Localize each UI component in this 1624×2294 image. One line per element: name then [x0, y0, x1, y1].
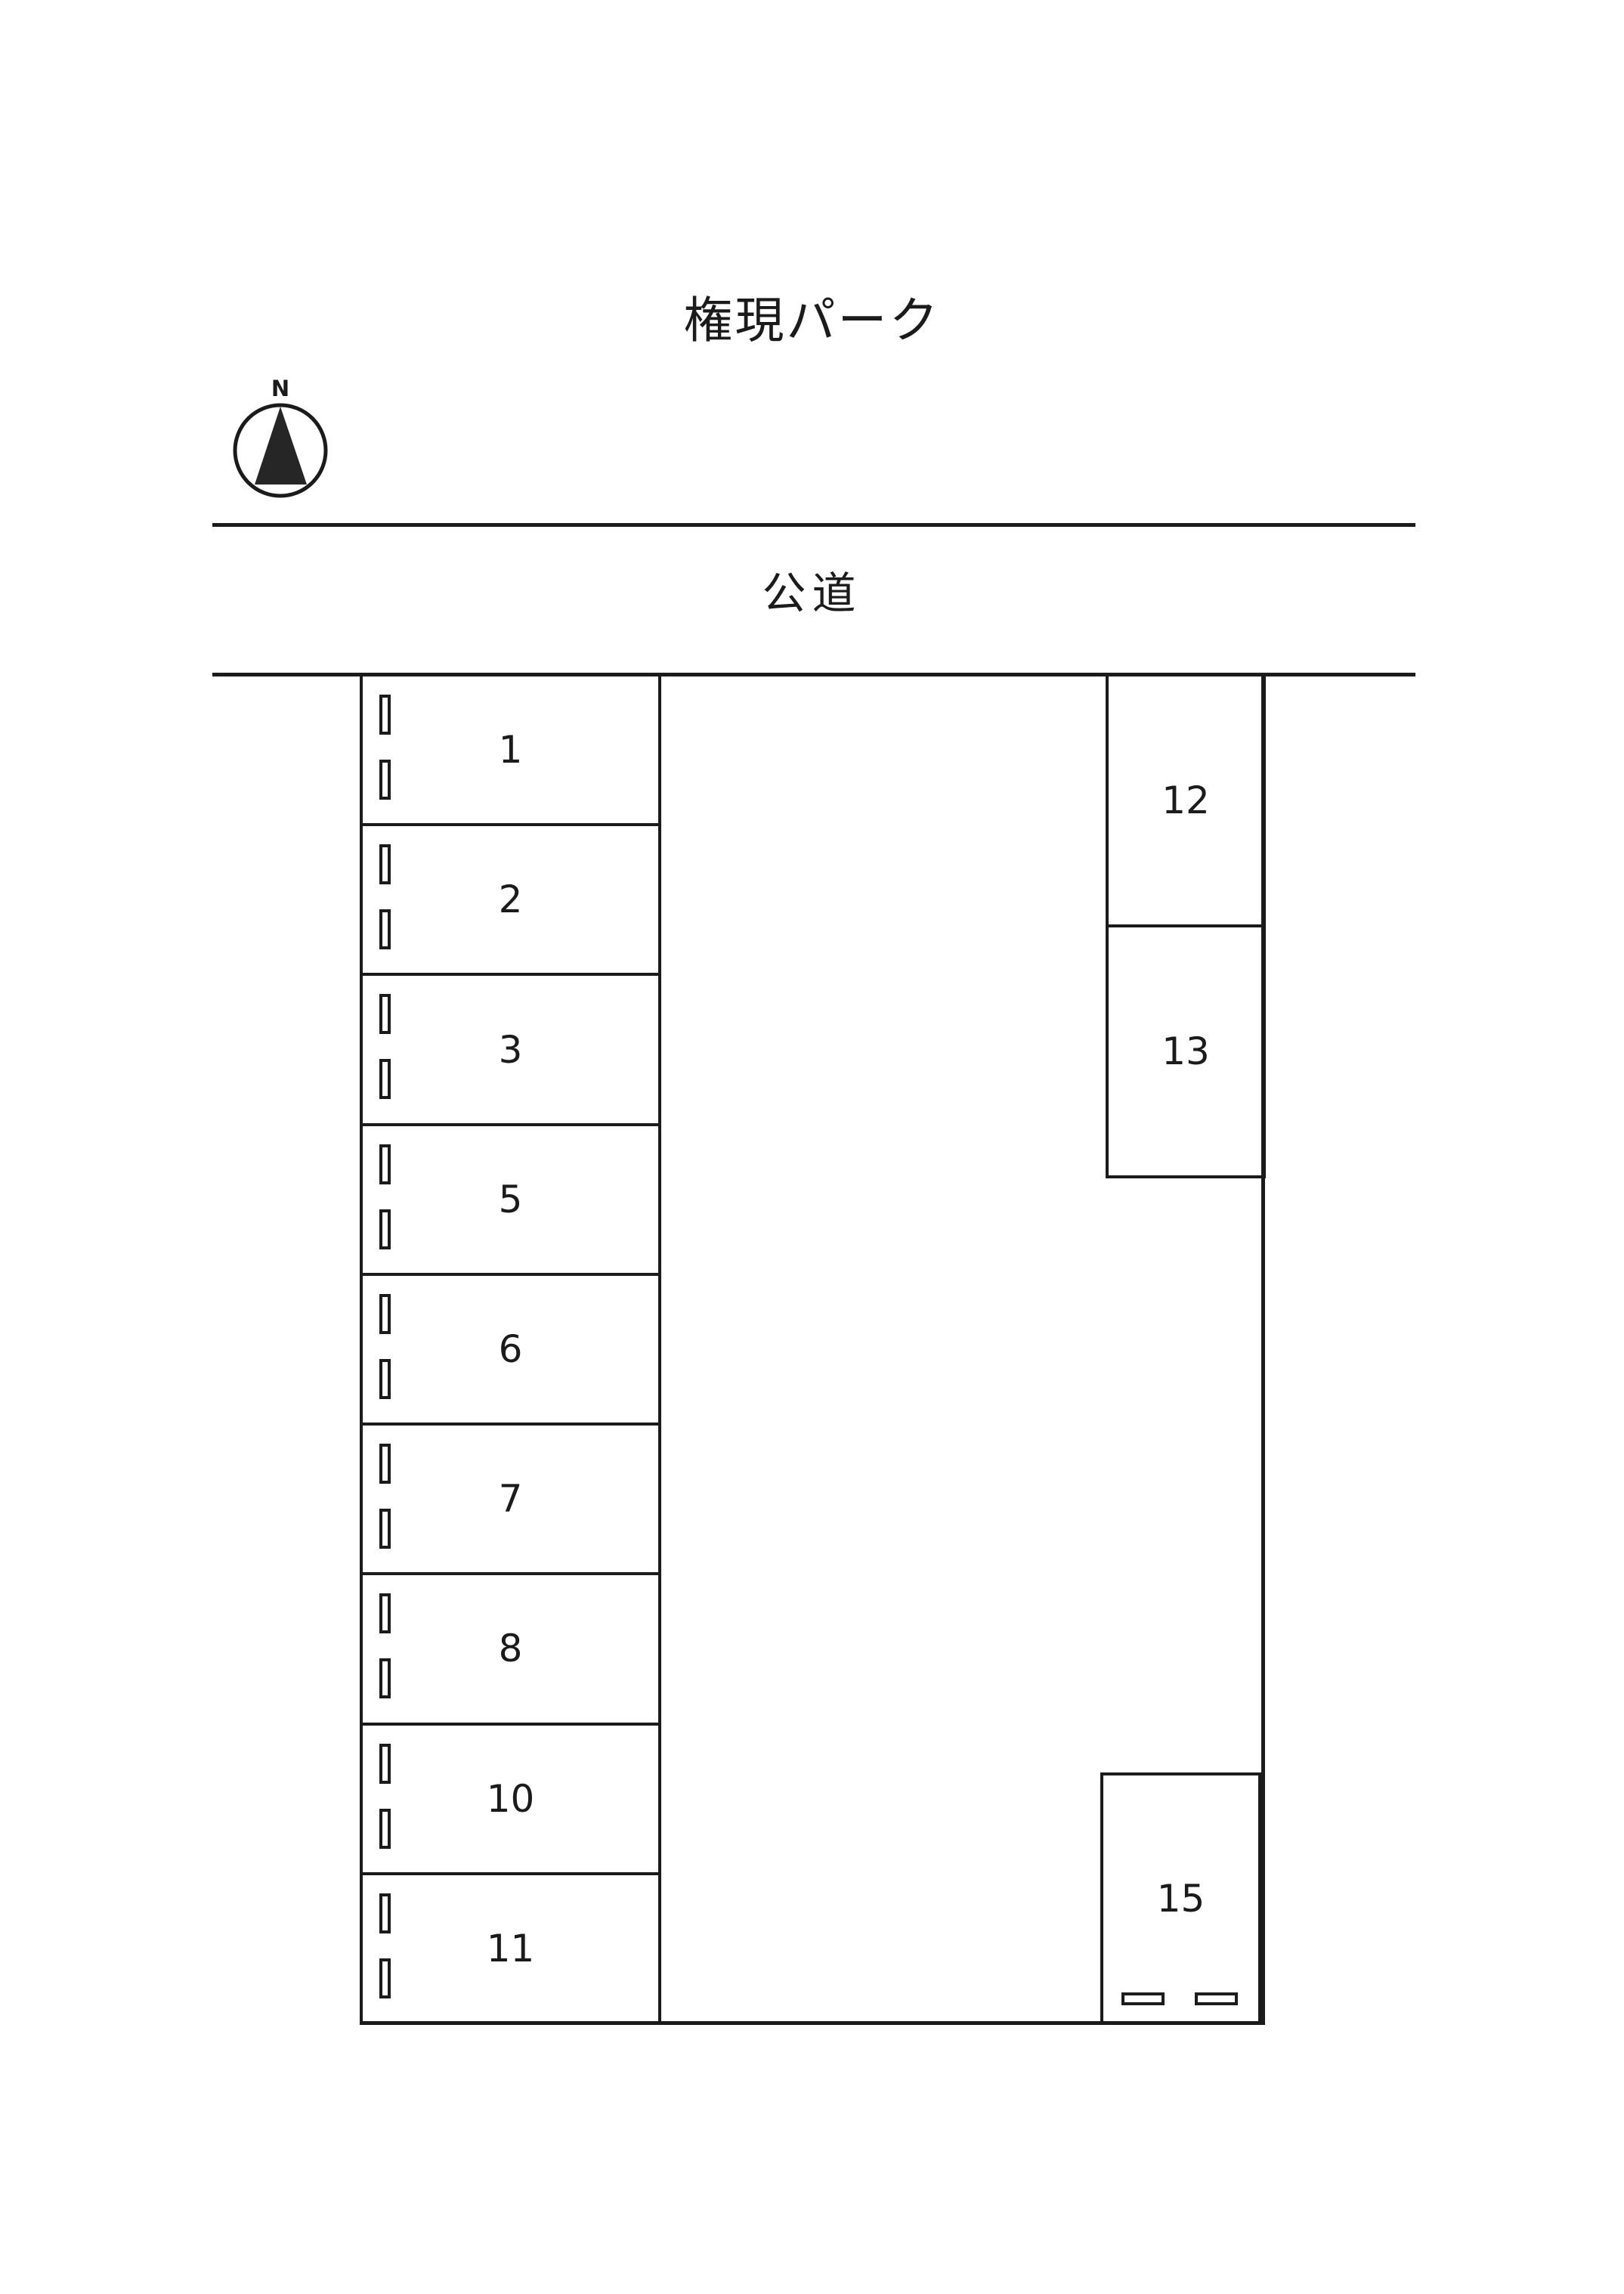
space-number: 6 — [498, 1327, 523, 1371]
space-number: 7 — [498, 1477, 523, 1522]
space-number: 1 — [498, 728, 523, 772]
wheel-stop-icon — [379, 1743, 391, 1784]
parking-space-15: 15 — [1100, 1772, 1261, 2025]
wheel-stop-icon — [379, 994, 391, 1035]
wheel-stop-icon — [1195, 1992, 1238, 2005]
parking-space-6: 6 — [363, 1276, 658, 1426]
left-parking-column: 1 2 3 5 6 7 8 — [360, 673, 661, 2025]
compass-north-icon: N — [233, 376, 328, 498]
parking-space-11: 11 — [363, 1875, 658, 2022]
wheel-stop-icon — [379, 1144, 391, 1184]
space-number: 10 — [486, 1776, 535, 1821]
parking-space-3: 3 — [363, 976, 658, 1126]
space-number: 5 — [498, 1177, 523, 1221]
road-bottom-edge-line — [212, 673, 1415, 676]
wheel-stop-icon — [379, 695, 391, 735]
wheel-stop-icon — [379, 760, 391, 800]
road-top-edge-line — [212, 523, 1415, 527]
parking-space-7: 7 — [363, 1426, 658, 1576]
wheel-stop-icon — [379, 1593, 391, 1634]
space-number: 3 — [498, 1027, 523, 1072]
parking-space-5: 5 — [363, 1126, 658, 1276]
wheel-stop-icon — [379, 1509, 391, 1549]
wheel-stop-icon — [379, 1893, 391, 1933]
space-number: 12 — [1162, 779, 1210, 822]
space-number: 15 — [1156, 1877, 1205, 1921]
space-number: 13 — [1162, 1029, 1210, 1073]
wheel-stop-icon — [379, 1444, 391, 1484]
parking-space-12: 12 — [1109, 676, 1263, 927]
parking-space-10: 10 — [363, 1726, 658, 1875]
wheel-stop-icon — [379, 1293, 391, 1334]
parking-space-8: 8 — [363, 1575, 658, 1726]
parking-space-13: 13 — [1109, 927, 1263, 1175]
wheel-stop-icon — [379, 909, 391, 950]
lot-bottom-boundary-line — [360, 2021, 1265, 2025]
space-number: 8 — [498, 1627, 523, 1671]
lot-right-boundary-line — [1261, 673, 1265, 2025]
compass-n-label: N — [271, 376, 289, 401]
parking-space-2: 2 — [363, 826, 658, 977]
compass-north-arrow — [255, 407, 307, 484]
wheel-stop-icon — [379, 1658, 391, 1699]
page-title: 権現パーク — [683, 293, 941, 349]
wheel-stop-icon — [379, 1958, 391, 1998]
wheel-stop-icon — [379, 1808, 391, 1849]
wheel-stop-icon — [379, 1059, 391, 1100]
wheel-stop-icon — [379, 1209, 391, 1249]
compass-circle — [233, 403, 328, 498]
space-number: 2 — [498, 878, 523, 922]
wheel-stop-icon — [1121, 1992, 1165, 2005]
parking-space-1: 1 — [363, 676, 658, 827]
wheel-stop-icon — [379, 844, 391, 885]
space-number: 11 — [486, 1926, 535, 1970]
road-label: 公道 — [762, 568, 862, 619]
right-parking-column: 12 13 — [1106, 673, 1266, 1178]
wheel-stop-icon — [379, 1358, 391, 1399]
